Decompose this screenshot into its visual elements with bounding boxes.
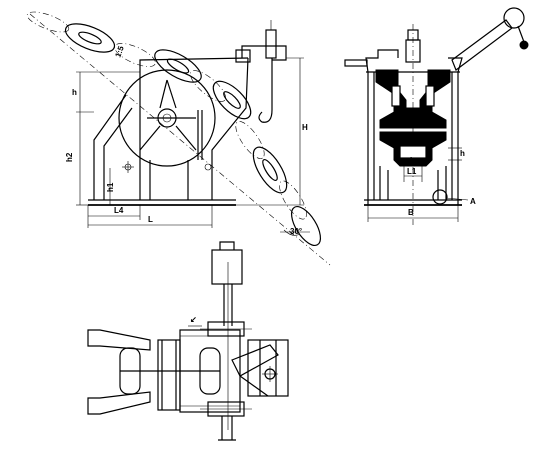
dim-h: h	[72, 88, 77, 97]
dim-top-label: 1:5	[113, 44, 126, 58]
dim-b-small: b	[410, 156, 415, 165]
hook-icon	[258, 58, 273, 123]
lower-wing	[87, 391, 151, 415]
side-view: h h2 h1 L4 L H 1:5 30°	[26, 11, 331, 266]
dim-h-right: h	[460, 149, 465, 158]
chain-links	[26, 11, 331, 266]
dim-h1: h1	[106, 182, 115, 192]
dim-big-h: H	[302, 123, 308, 132]
dim-l1: L1	[407, 167, 417, 176]
front-view: A B L1 b h	[344, 7, 529, 225]
dim-l4: L4	[114, 206, 124, 215]
ball-a-icon	[432, 189, 448, 205]
upper-wing	[87, 329, 151, 351]
upper-jaw	[375, 69, 451, 129]
svg-text:↙: ↙	[190, 315, 197, 324]
dim-h2: h2	[65, 152, 74, 162]
side-view-dimensions: h h2 h1 L4 L H 1:5 30°	[65, 44, 310, 236]
dim-l: L	[148, 215, 153, 224]
roller-circle	[118, 69, 216, 167]
plan-view: ↙	[87, 241, 289, 441]
dim-b-big: B	[408, 208, 414, 217]
label-a: A	[470, 197, 476, 206]
dim-angle: 30°	[290, 227, 302, 236]
